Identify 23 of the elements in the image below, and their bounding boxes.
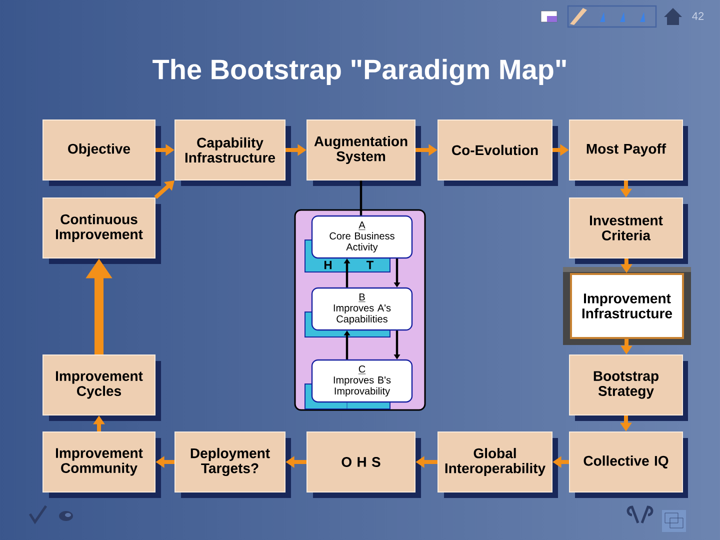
concept-box: Bootstrap Strategy: [569, 354, 688, 421]
title: The Bootstrap "Paradigm Map": [152, 58, 566, 86]
concept-box: Improvement Cycles: [42, 354, 161, 421]
activity-box: C Improves B's Improvability: [311, 359, 413, 403]
concept-box: Collective IQ: [569, 432, 688, 498]
arrow: [154, 180, 174, 199]
concept-box: Capability Infrastructure: [174, 120, 291, 186]
concept-box: Augmentation System: [306, 120, 421, 186]
concept-box: Objective: [42, 120, 161, 186]
concept-box: Most Payoff: [569, 120, 688, 186]
activity-box: B Improves A's Capabilities: [311, 287, 413, 331]
concept-box: Improvement Community: [42, 432, 161, 498]
concept-box: Investment Criteria: [569, 198, 688, 264]
band-letter: H: [324, 260, 332, 270]
highlighted-box: Improvement Infrastructure: [563, 267, 691, 345]
band-letter: T: [366, 260, 374, 270]
activity-box: A Core Business Activity: [311, 215, 413, 259]
concept-box: Continuous Improvement: [42, 198, 161, 264]
concept-box: Global Interoperability: [438, 432, 558, 498]
concept-box: Co-Evolution: [438, 120, 558, 186]
page-number: 42: [692, 12, 704, 20]
concept-box: O H S: [306, 432, 421, 498]
concept-box: Deployment Targets?: [174, 432, 291, 498]
